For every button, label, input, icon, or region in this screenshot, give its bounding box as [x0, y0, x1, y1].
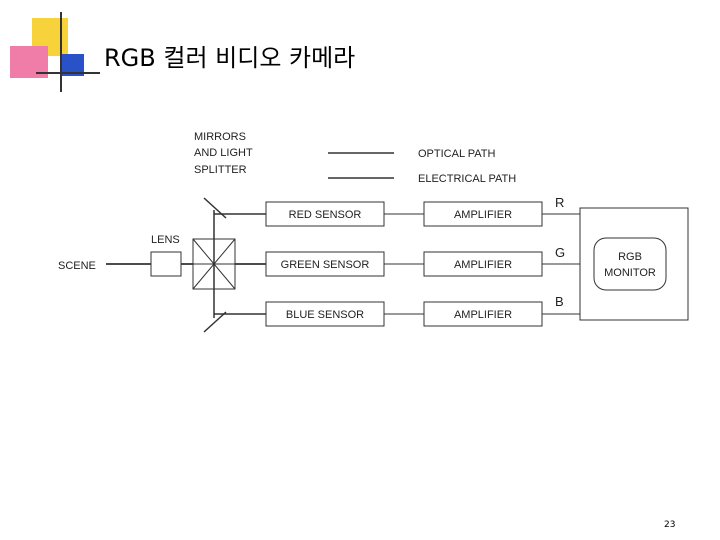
lens-label: LENS	[151, 234, 180, 246]
red-sensor-label: RED SENSOR	[289, 209, 362, 221]
scene-label: SCENE	[58, 260, 96, 272]
monitor-label-line1: RGB	[618, 251, 642, 263]
lens-box	[150, 251, 182, 277]
legend-mirrors-line2: AND LIGHT	[194, 147, 253, 159]
green-sensor-label: GREEN SENSOR	[281, 259, 370, 271]
amplifier-red-label: AMPLIFIER	[454, 209, 512, 221]
deco-blue-square	[62, 54, 84, 76]
monitor-label-line2: MONITOR	[604, 267, 656, 279]
amplifier-red-box	[423, 201, 543, 227]
deco-horizontal-line	[36, 72, 100, 74]
deco-vertical-line	[60, 12, 62, 92]
legend-mirrors-line3: SPLITTER	[194, 164, 247, 176]
amplifier-green-label: AMPLIFIER	[454, 259, 512, 271]
amplifier-blue-box	[423, 301, 543, 327]
channel-b-label: B	[555, 294, 564, 309]
bottom-mirror	[203, 311, 227, 333]
red-sensor-box	[265, 201, 385, 227]
legend-mirrors-line1: MIRRORS	[194, 131, 246, 143]
amplifier-blue-label: AMPLIFIER	[454, 309, 512, 321]
amplifier-green-box	[423, 251, 543, 277]
slide-title: RGB 컬러 비디오 카메라	[104, 44, 356, 72]
top-mirror	[203, 197, 227, 219]
channel-r-label: R	[555, 195, 564, 210]
legend-optical-label: OPTICAL PATH	[418, 148, 495, 160]
legend-electrical-label: ELECTRICAL PATH	[418, 173, 516, 185]
blue-sensor-label: BLUE SENSOR	[286, 309, 364, 321]
channel-g-label: G	[555, 245, 565, 260]
page-number: 23	[664, 520, 676, 530]
monitor-screen	[593, 237, 667, 291]
